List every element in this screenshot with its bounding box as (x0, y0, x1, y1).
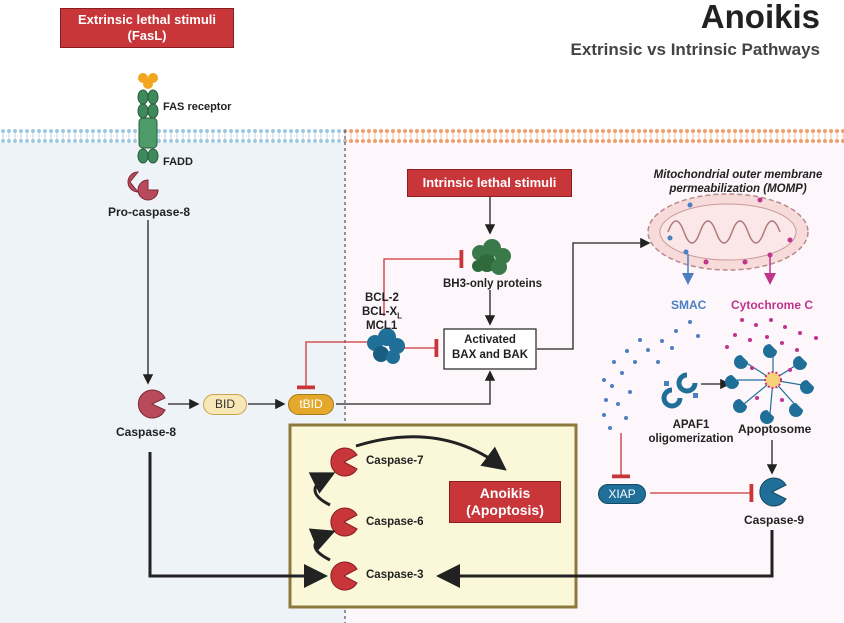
arrow-casp3-to-casp6 (308, 528, 336, 562)
intrinsic-stimuli-box: Intrinsic lethal stimuli (407, 169, 572, 197)
apaf1-icon (661, 372, 698, 409)
page-subtitle: Extrinsic vs Intrinsic Pathways (570, 40, 820, 59)
apaf1-line2: oligomerization (648, 433, 734, 445)
page-title: Anoikis (700, 0, 820, 35)
arrow-casp8-to-casp3 (148, 452, 328, 588)
inhibit-bcl-to-bh3 (383, 249, 464, 316)
apaf1-line1: APAF1 (672, 419, 710, 431)
cytochrome-dots (725, 318, 818, 352)
arrow-casp6-to-casp7 (308, 472, 336, 507)
mcl1-label: MCL1 (366, 320, 398, 332)
bid-pill: BID (203, 394, 247, 415)
caspase-3-icon (330, 561, 358, 591)
extrinsic-cytoplasm (0, 143, 345, 623)
fas-receptor-label: FAS receptor (163, 101, 232, 113)
caspase-9-label: Caspase-9 (744, 513, 805, 527)
extrinsic-stimuli-box: Extrinsic lethal stimuli (FasL) (60, 8, 234, 48)
caspase-8-icon (137, 389, 166, 419)
caspase-7-icon (330, 447, 358, 477)
caspase-8-label: Caspase-8 (116, 425, 177, 439)
smac-dots (602, 320, 700, 430)
apoptosome-icon (725, 344, 814, 424)
pro-caspase-8-icon (127, 171, 159, 201)
momp-label: Mitochondrial outer membrane permeabiliz… (645, 168, 831, 196)
anoikis-line1: Anoikis (479, 485, 531, 501)
arrow-tbid-to-bax (336, 370, 496, 405)
fadd-label: FADD (163, 156, 193, 168)
bclxl-text: BCL-X (362, 306, 398, 318)
inhibit-bcl-to-tbid (296, 341, 367, 390)
bax-bak-label: Activated BAX and BAK (444, 333, 536, 363)
caspase-9-icon (759, 477, 787, 507)
bax-bak-box (443, 328, 537, 370)
momp-line1: Mitochondrial outer membrane (653, 169, 823, 181)
bax-line2: BAX and BAK (451, 349, 529, 361)
apoptosome-label: Apoptosome (738, 422, 812, 436)
pro-caspase-8-label: Pro-caspase-8 (108, 205, 191, 219)
fas-receptor-icon (137, 73, 159, 164)
bcl2-label: BCL-2 (365, 292, 399, 304)
bcl2-protein-icon (367, 328, 405, 364)
bh3-protein-icon (472, 239, 511, 275)
bax-line1: Activated (464, 334, 516, 346)
arrow-casp7-to-anoikis (355, 435, 507, 471)
arrow-bax-to-momp (537, 237, 651, 350)
extrinsic-stimuli-line2: (FasL) (127, 28, 167, 43)
xiap-pill: XIAP (598, 484, 646, 504)
caspase-7-label: Caspase-7 (366, 455, 424, 467)
membrane-right (345, 127, 844, 143)
extrinsic-stimuli-line1: Extrinsic lethal stimuli (78, 12, 216, 27)
arrow-casp9-to-casp3 (436, 530, 774, 588)
mitochondrion-icon (647, 193, 809, 271)
bclxl-subscript: L (397, 311, 403, 321)
momp-line2: permeabilization (MOMP) (669, 183, 807, 195)
caspase-3-label: Caspase-3 (366, 569, 424, 581)
apaf1-label: APAF1 oligomerization (646, 418, 736, 446)
membrane-left (0, 127, 345, 143)
bh3-label: BH3-only proteins (443, 278, 543, 290)
bclxl-label: BCL-XL (362, 306, 402, 320)
anoikis-box: Anoikis (Apoptosis) (449, 481, 561, 523)
caspase-6-label: Caspase-6 (366, 516, 424, 528)
tbid-pill: tBID (288, 394, 334, 415)
anoikis-line2: (Apoptosis) (466, 502, 544, 518)
caspase-6-icon (330, 507, 358, 537)
cytochrome-label: Cytochrome C (731, 298, 814, 312)
smac-label: SMAC (671, 298, 707, 312)
